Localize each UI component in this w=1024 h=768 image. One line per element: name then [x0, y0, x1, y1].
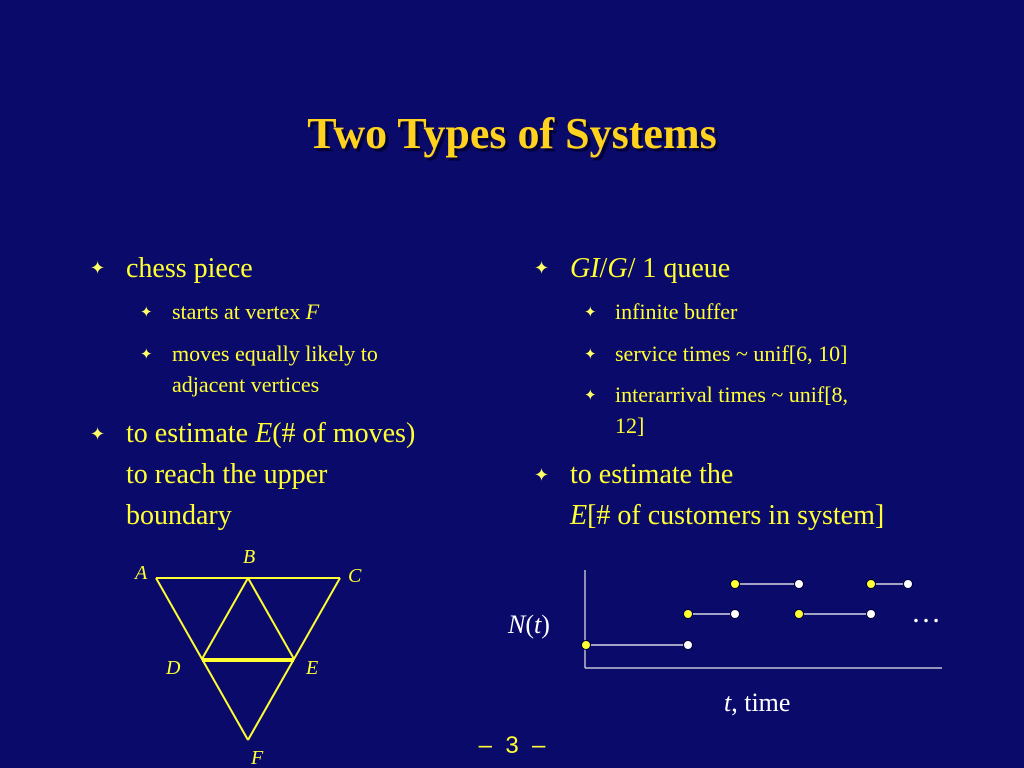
vertex-label-A: A: [133, 562, 148, 584]
vertex-label-F: F: [250, 747, 264, 768]
right-bullet-queue: GI/G/ 1 queue: [570, 253, 731, 284]
left-bullet-chess-piece: chess piece: [126, 248, 253, 289]
step-segments: [586, 583, 908, 646]
bullet-star-icon: ✦: [90, 258, 106, 279]
step-endpoints: [581, 579, 913, 650]
left-sub-starts-at-vertex: starts at vertex F: [172, 299, 320, 324]
plot-x-label: t, time: [724, 688, 790, 717]
bullet-star-icon: ✦: [584, 303, 597, 321]
open-dot: [730, 609, 740, 619]
filled-dot: [683, 609, 693, 619]
edge-B-E: [247, 577, 295, 660]
right-sub-service-times: service times ~ unif[6, 10]: [615, 341, 848, 366]
right-bullet-to-estimate: to estimate the E[# of customers in syst…: [570, 459, 885, 531]
vertex-label-C: C: [348, 565, 362, 587]
right-sub-infinite-buffer: infinite buffer: [615, 299, 738, 324]
bullet-star-icon: ✦: [90, 424, 106, 445]
slide-title: Two Types of Systems: [307, 109, 717, 158]
bullet-star-icon: ✦: [584, 386, 597, 404]
filled-dot: [866, 579, 876, 589]
bullet-star-icon: ✦: [584, 345, 597, 363]
left-bullet-to-estimate: to estimate E(# of moves) to reach the u…: [126, 418, 416, 531]
page-number: – 3 –: [478, 732, 546, 759]
bullet-star-icon: ✦: [534, 465, 550, 486]
plot-y-label: N(t): [507, 610, 550, 639]
filled-dot: [730, 579, 740, 589]
open-dot: [903, 579, 913, 589]
right-sub-interarrival-times: interarrival times ~ unif[8, 12]: [615, 382, 849, 438]
plot-ellipsis: …: [911, 596, 941, 629]
edge-B-D: [201, 577, 249, 660]
vertex-label-D: D: [165, 657, 181, 679]
vertex-label-B: B: [243, 546, 255, 568]
left-sub-moves-equally: moves equally likely to adjacent vertice…: [172, 341, 378, 397]
filled-dot: [581, 640, 591, 650]
filled-dot: [794, 609, 804, 619]
open-dot: [683, 640, 693, 650]
open-dot: [866, 609, 876, 619]
bullet-star-icon: ✦: [140, 303, 153, 321]
open-dot: [794, 579, 804, 589]
bullet-star-icon: ✦: [140, 345, 153, 363]
left-bullet-chess-piece-text: chess piece: [126, 253, 253, 284]
vertex-label-E: E: [305, 657, 318, 679]
bullet-star-icon: ✦: [534, 258, 550, 279]
